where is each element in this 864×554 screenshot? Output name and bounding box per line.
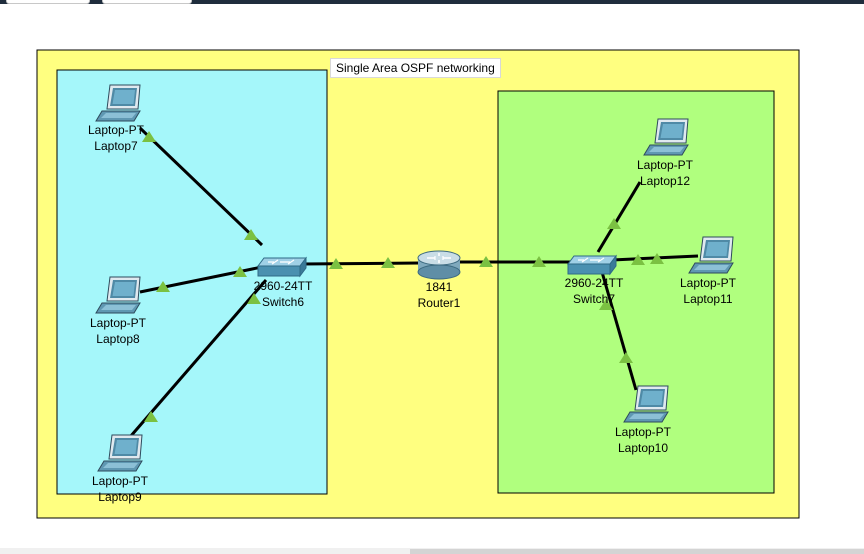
tab-1[interactable] <box>6 0 90 4</box>
tab-2[interactable] <box>102 0 192 4</box>
router1-label: 1841 Router1 <box>399 279 479 311</box>
switch6-icon[interactable] <box>257 257 307 277</box>
laptop11-model: Laptop-PT <box>679 276 737 290</box>
switch6-model: 2960-24TT <box>253 279 313 293</box>
router1-icon[interactable] <box>417 250 461 280</box>
laptop9-label: Laptop-PT Laptop9 <box>80 473 160 505</box>
laptop10-label: Laptop-PT Laptop10 <box>603 424 683 456</box>
switch6-name: Switch6 <box>261 295 305 309</box>
diagram-title[interactable]: Single Area OSPF networking <box>330 58 501 78</box>
router1-name: Router1 <box>417 296 461 310</box>
window-top-bar <box>0 0 864 4</box>
link-switch7-laptop12[interactable] <box>596 181 642 253</box>
laptop8-label: Laptop-PT Laptop8 <box>78 315 158 347</box>
router1-model: 1841 <box>425 280 453 294</box>
link-laptop9-switch6[interactable] <box>128 279 268 438</box>
laptop10-model: Laptop-PT <box>614 425 672 439</box>
laptop9-name: Laptop9 <box>98 490 142 504</box>
laptop8-name: Laptop8 <box>96 332 140 346</box>
link-laptop7-switch6[interactable] <box>138 126 264 247</box>
laptop8-model: Laptop-PT <box>89 316 147 330</box>
switch7-model: 2960-24TT <box>564 276 624 290</box>
switch6-label: 2960-24TT Switch6 <box>243 278 323 310</box>
laptop7-label: Laptop-PT Laptop7 <box>76 122 156 154</box>
link-switch6-router1[interactable] <box>301 261 421 266</box>
laptop10-name: Laptop10 <box>617 441 669 455</box>
laptop12-model: Laptop-PT <box>636 158 694 172</box>
laptop12-name: Laptop12 <box>639 174 691 188</box>
laptop11-name: Laptop11 <box>683 292 733 306</box>
laptop7-model: Laptop-PT <box>87 123 145 137</box>
switch7-label: 2960-24TT Switch7 <box>554 275 634 307</box>
switch7-icon[interactable] <box>567 255 617 275</box>
laptop9-model: Laptop-PT <box>91 474 149 488</box>
right-area[interactable] <box>497 90 775 494</box>
switch7-name: Switch7 <box>572 292 616 306</box>
link-switch7-laptop10[interactable] <box>600 271 638 391</box>
laptop12-label: Laptop-PT Laptop12 <box>625 157 705 189</box>
laptop7-name: Laptop7 <box>94 139 138 153</box>
scrollbar-thumb[interactable] <box>410 549 864 554</box>
laptop11-label: Laptop-PT Laptop11 <box>668 275 748 307</box>
